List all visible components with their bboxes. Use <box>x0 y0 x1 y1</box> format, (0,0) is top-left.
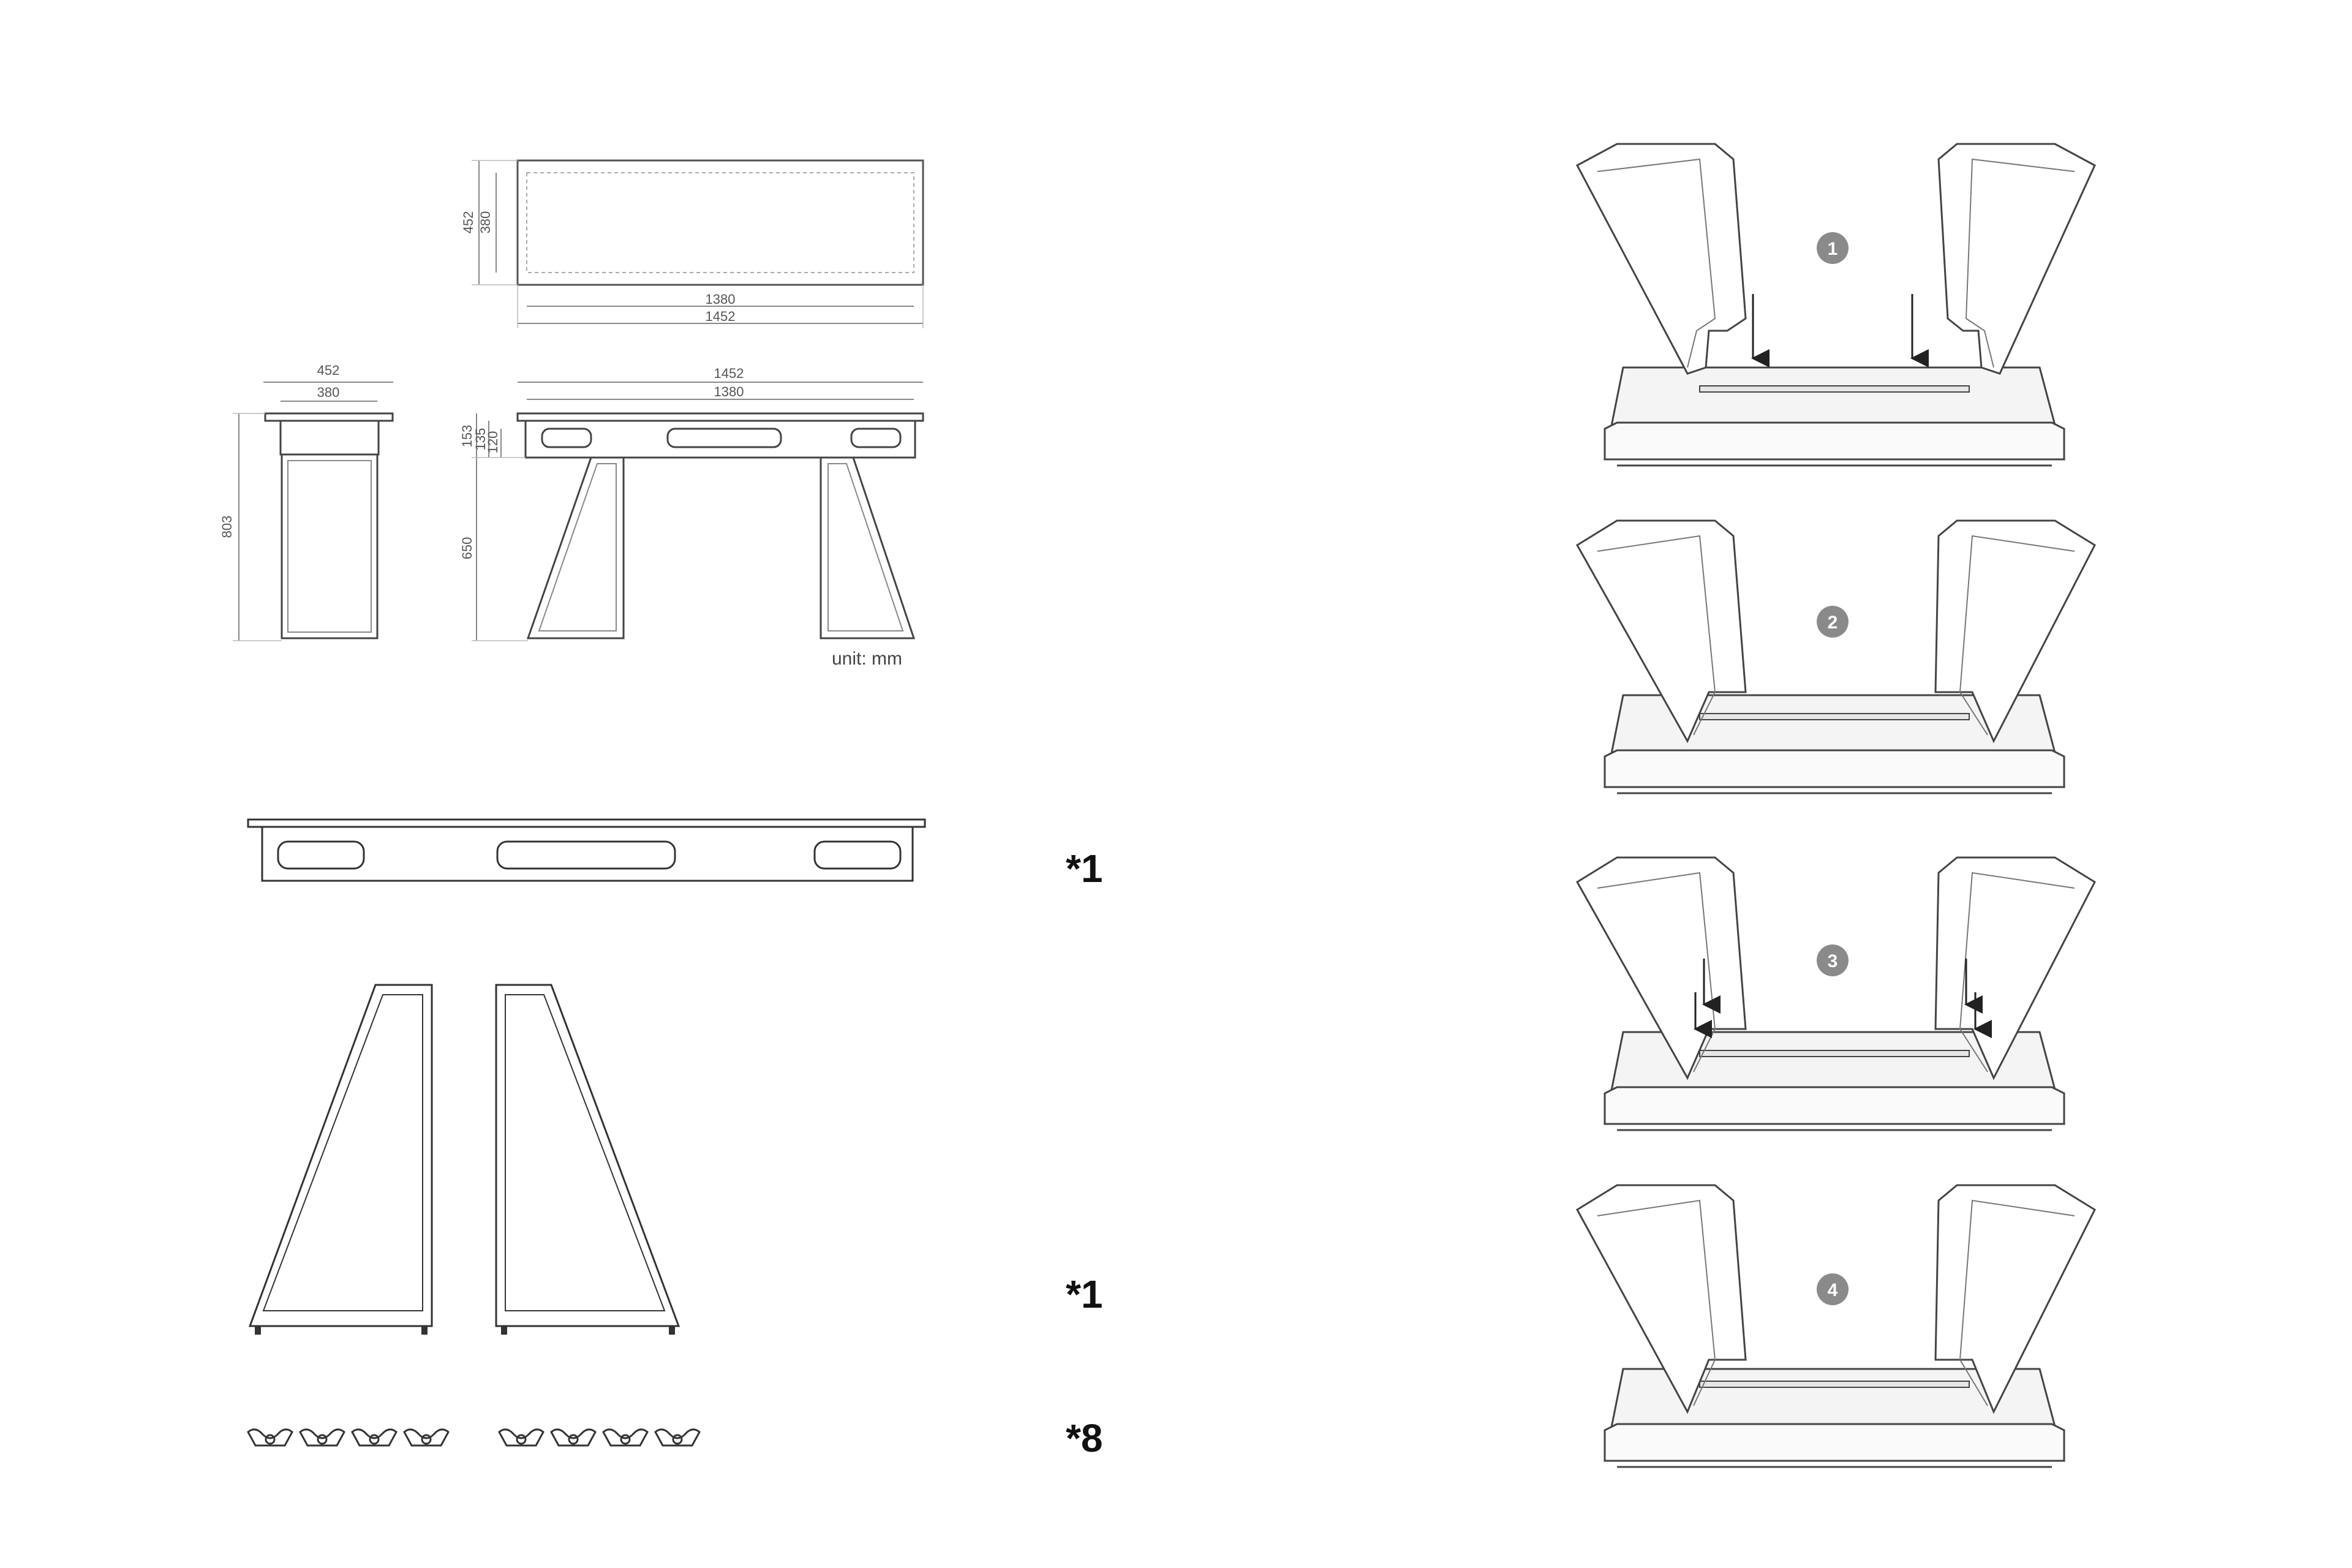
top-view: 452 380 1380 1452 <box>461 159 924 328</box>
front-leg-left <box>526 456 625 639</box>
qty-apron-frame: *1 <box>1066 846 1103 891</box>
step-2-number: 2 <box>1828 612 1838 633</box>
qty-leg-pair: *1 <box>1066 1272 1103 1316</box>
step-4-badge <box>1817 1273 1849 1305</box>
side-leg <box>281 453 379 639</box>
side-depth-outer-label: 452 <box>317 363 340 378</box>
step-1-number: 1 <box>1828 239 1838 259</box>
top-width-outer-label: 1452 <box>706 309 736 324</box>
front-leg-height-label: 650 <box>459 537 475 560</box>
part-apron-frame: *1 <box>247 818 1103 891</box>
front-top-slab <box>516 412 924 422</box>
wing-nut-icon <box>351 1428 398 1447</box>
front-apron-outer-label: 153 <box>459 425 475 448</box>
step-2-badge <box>1817 606 1849 638</box>
top-view-outline <box>516 159 924 286</box>
front-apron-slot-center <box>666 428 782 448</box>
top-depth-outer-label: 452 <box>461 211 476 234</box>
front-leg-right <box>820 456 916 639</box>
qty-wing-nuts: *8 <box>1066 1416 1103 1460</box>
wing-nut-icon <box>602 1428 649 1447</box>
wing-nut-icon <box>403 1428 450 1447</box>
part-wing-nuts: *8 <box>247 1416 1103 1460</box>
side-top-slab <box>264 412 394 422</box>
side-view: 452 380 803 <box>219 363 394 641</box>
side-depth-inner-label: 380 <box>317 385 340 400</box>
step-1-badge <box>1817 232 1849 264</box>
front-view: 1452 1380 153 135 120 650 unit: mm <box>459 366 924 669</box>
step-1-illustration: 1 <box>1575 143 2096 467</box>
step-4-number: 4 <box>1828 1280 1838 1300</box>
top-depth-inner-label: 380 <box>478 211 493 234</box>
wing-nut-icon <box>498 1428 545 1447</box>
front-apron-mid-label: 135 <box>473 428 488 451</box>
step-3-badge <box>1817 944 1849 976</box>
step-3-number: 3 <box>1828 951 1838 971</box>
front-apron-slot-right <box>850 428 902 448</box>
front-apron <box>524 420 916 459</box>
part-leg-pair: *1 <box>248 984 1103 1335</box>
step-4-illustration: 4 <box>1576 1184 2096 1468</box>
step-3-illustration: 3 <box>1575 856 2096 1131</box>
wing-nut-icon <box>654 1428 701 1447</box>
top-view-inner-outline <box>526 172 914 273</box>
front-apron-inner-label: 120 <box>485 431 500 454</box>
side-apron <box>279 420 380 456</box>
wing-nut-icon <box>299 1428 345 1447</box>
wing-nut-icon <box>247 1428 293 1447</box>
front-width-outer-label: 1452 <box>714 366 744 381</box>
front-apron-slot-left <box>541 428 592 448</box>
front-width-inner-label: 1380 <box>714 384 744 399</box>
top-width-inner-label: 1380 <box>706 292 736 307</box>
side-height-label: 803 <box>219 516 235 538</box>
wing-nut-icon <box>550 1428 597 1447</box>
step-2-illustration: 2 <box>1575 519 2096 794</box>
unit-label: unit: mm <box>832 649 902 669</box>
